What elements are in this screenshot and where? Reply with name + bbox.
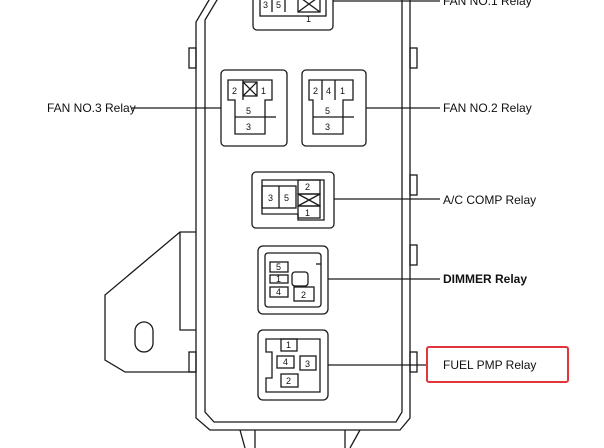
housing-inner xyxy=(204,0,403,423)
pin-label: 3 xyxy=(305,359,310,369)
side-clip xyxy=(409,174,418,196)
bracket-slot xyxy=(134,321,154,353)
pin-label: 1 xyxy=(286,340,291,350)
relay-label-dimmer: DIMMER Relay xyxy=(443,272,528,286)
pin-label: 1 xyxy=(261,86,266,96)
pin-label: 5 xyxy=(246,106,251,116)
relay-label-fan-no3: FAN NO.3 Relay xyxy=(47,101,136,115)
pin-label: 2 xyxy=(232,86,237,96)
side-clip xyxy=(188,47,197,69)
pin-label: 3 xyxy=(246,122,251,132)
pin-label: 1 xyxy=(276,274,281,284)
pin-label: 4 xyxy=(326,86,331,96)
relay-fuel-pmp xyxy=(257,329,426,401)
mounting-bracket xyxy=(104,231,196,373)
pin-label: 2 xyxy=(305,182,310,192)
relay-fan-no2 xyxy=(301,69,440,147)
relay-fan-no1 xyxy=(252,0,440,31)
side-clip xyxy=(409,47,418,69)
relay-label-fan-no2: FAN NO.2 Relay xyxy=(443,101,532,115)
pin-label: 5 xyxy=(276,0,281,10)
side-clip xyxy=(409,351,418,373)
pin-label: 1 xyxy=(305,208,310,218)
pin-label: 5 xyxy=(284,193,289,203)
bottom-post xyxy=(239,429,246,448)
pin-label: 3 xyxy=(268,193,273,203)
relay-label-fuel-pmp: FUEL PMP Relay xyxy=(443,358,537,372)
pin-label: 5 xyxy=(276,262,281,272)
relay-fan-no3 xyxy=(132,69,288,147)
highlight-box xyxy=(426,346,569,383)
side-clip xyxy=(409,244,418,266)
pin-label: 2 xyxy=(301,290,306,300)
pin-label: 2 xyxy=(286,376,291,386)
pin-label: 1 xyxy=(306,14,311,24)
relay-ac-comp xyxy=(251,171,440,229)
relay-label-ac-comp: A/C COMP Relay xyxy=(443,193,537,207)
relay-dimmer xyxy=(257,245,440,315)
relay-label-fan-no1: FAN NO.1 Relay xyxy=(443,0,532,8)
pin-label: 4 xyxy=(283,357,288,367)
pin-label: 3 xyxy=(263,0,268,10)
pin-label: 1 xyxy=(340,86,345,96)
pin-label: 2 xyxy=(313,86,318,96)
housing-outline xyxy=(195,0,411,431)
pin-label: 5 xyxy=(325,106,330,116)
side-clip xyxy=(188,351,197,373)
pin-label: 4 xyxy=(276,287,281,297)
bottom-post xyxy=(349,429,361,448)
pin-label: 3 xyxy=(325,122,330,132)
